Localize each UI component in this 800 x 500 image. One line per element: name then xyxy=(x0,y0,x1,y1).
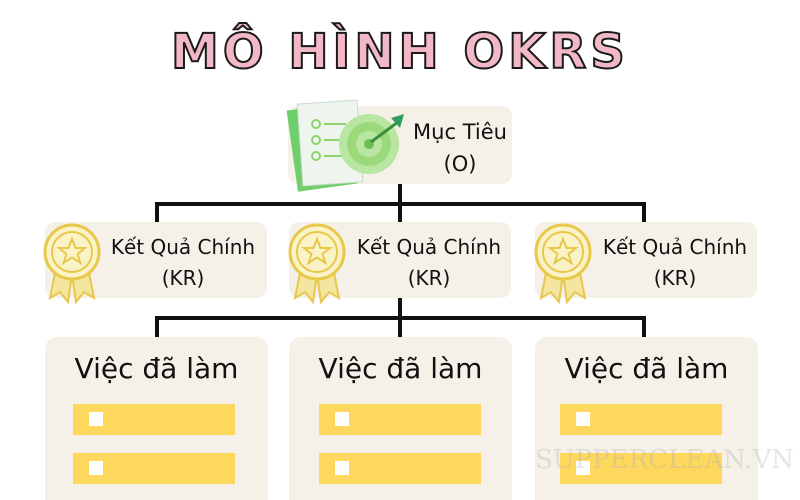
medal-icon xyxy=(534,223,592,304)
task-title-2: Việc đã làm xyxy=(318,352,483,385)
checklist-target-icon xyxy=(286,99,404,192)
task-item-bar xyxy=(73,453,235,484)
watermark: SUPPERCLEAN.VN xyxy=(535,445,795,475)
task-item-bar xyxy=(560,453,722,484)
checkbox-icon xyxy=(576,412,590,426)
task-item-bar xyxy=(319,453,481,484)
kr-abbr: (KR) xyxy=(653,266,697,290)
checkbox-icon xyxy=(335,412,349,426)
task-title-1: Việc đã làm xyxy=(74,352,239,385)
task-item-bar xyxy=(560,404,722,435)
task-title-3: Việc đã làm xyxy=(564,352,729,385)
diagram-title: MÔ HÌNH OKRS xyxy=(170,23,629,81)
checkbox-icon xyxy=(89,412,103,426)
kr-title: Kết Quả Chính xyxy=(356,235,502,259)
checkbox-icon xyxy=(89,461,103,475)
kr-label-3: Kết Quả Chính (KR) xyxy=(590,232,760,294)
kr-title: Kết Quả Chính xyxy=(602,235,748,259)
kr-abbr: (KR) xyxy=(407,266,451,290)
kr-label-2: Kết Quả Chính (KR) xyxy=(344,232,514,294)
objective-label: Mục Tiêu (O) xyxy=(405,116,515,180)
kr-label-1: Kết Quả Chính (KR) xyxy=(98,232,268,294)
objective-title: Mục Tiêu xyxy=(413,120,507,144)
medal-icon xyxy=(288,223,346,304)
kr-title: Kết Quả Chính xyxy=(110,235,256,259)
objective-abbr: (O) xyxy=(443,152,477,176)
checkbox-icon xyxy=(335,461,349,475)
kr-abbr: (KR) xyxy=(161,266,205,290)
medal-icon xyxy=(43,223,101,304)
task-item-bar xyxy=(319,404,481,435)
task-item-bar xyxy=(73,404,235,435)
checkbox-icon xyxy=(576,461,590,475)
